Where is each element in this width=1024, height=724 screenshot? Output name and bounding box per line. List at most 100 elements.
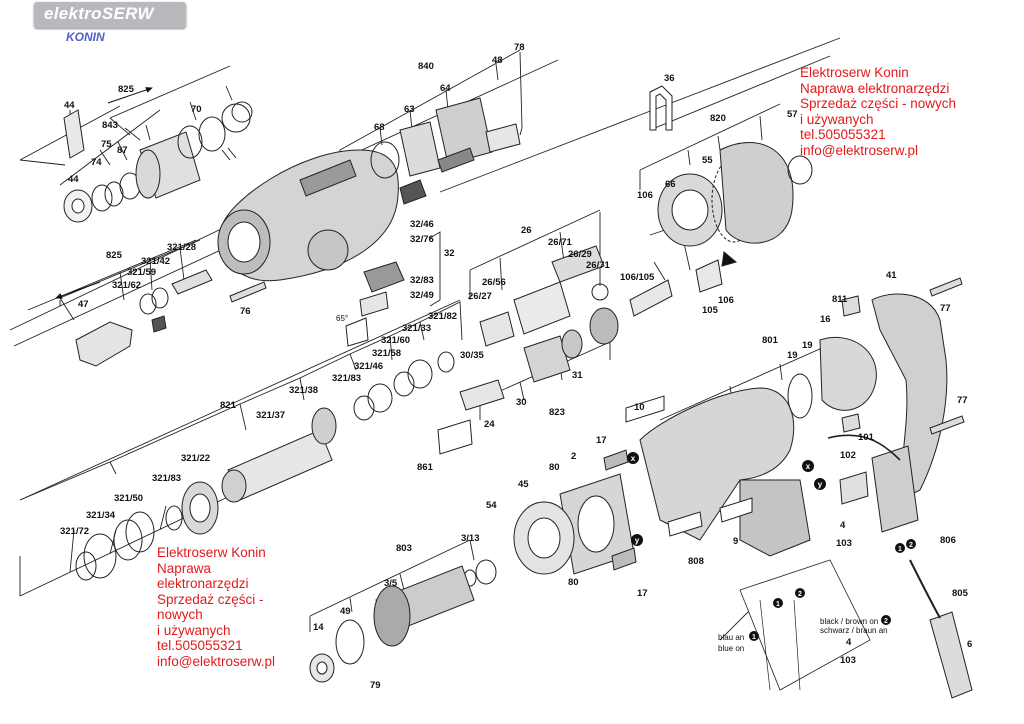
- ad-top-line: tel.505055321: [800, 127, 886, 142]
- label-78: 78: [514, 42, 525, 53]
- svg-text:1: 1: [776, 601, 780, 608]
- parts: [63, 85, 973, 699]
- label-321-58: 321/58: [372, 348, 401, 359]
- label-820: 820: [710, 113, 726, 124]
- marker-1a: [895, 543, 905, 553]
- label-70: 70: [191, 104, 202, 115]
- label-44a: 44: [64, 100, 75, 111]
- cord-guard-6: [929, 611, 973, 699]
- gear-823: [589, 307, 619, 345]
- label-805: 805: [952, 588, 969, 599]
- label-321-72: 321/72: [60, 526, 89, 537]
- label-75: 75: [101, 139, 112, 150]
- marker-2c: [881, 615, 891, 625]
- label-17a: 17: [596, 435, 607, 446]
- label-103b: 103: [840, 655, 856, 666]
- marker-1b: [773, 598, 783, 608]
- label-74: 74: [91, 157, 102, 168]
- label-55: 55: [702, 155, 713, 166]
- bearing-64: [435, 97, 493, 165]
- angle-label: 65°: [336, 314, 348, 323]
- label-840: 840: [418, 61, 434, 72]
- label-321-33: 321/33: [402, 323, 431, 334]
- ad-bottom-line: info@elektroserw.pl: [157, 653, 276, 669]
- label-811: 811: [832, 294, 848, 305]
- label-2: 2: [571, 451, 576, 462]
- label-16: 16: [820, 314, 831, 325]
- label-321-34: 321/34: [86, 510, 116, 521]
- label-26-71a: 26/71: [548, 237, 572, 248]
- label-9: 9: [733, 536, 738, 547]
- label-77b: 77: [957, 395, 968, 406]
- label-80b: 80: [568, 577, 579, 588]
- caption-blue-1: blau an: [718, 633, 744, 642]
- caption-black-brown-1: black / brown on: [820, 617, 878, 626]
- ad-bottom-line: nowych: [157, 607, 203, 622]
- spring-clip-36: [649, 85, 673, 131]
- label-321-22: 321/22: [181, 453, 210, 464]
- bearing-31: [561, 329, 583, 359]
- svg-text:1: 1: [752, 634, 756, 641]
- label-861: 861: [417, 462, 434, 473]
- label-321-42: 321/42: [141, 256, 170, 267]
- label-24: 24: [484, 419, 495, 430]
- spring-106: [629, 279, 673, 317]
- direction-arrows: [55, 87, 153, 299]
- label-4b: 4: [846, 637, 852, 648]
- brand-logo: elektroSERW: [34, 2, 186, 28]
- ad-block-top: Elektroserw Konin Naprawa elektronarzędz…: [800, 65, 956, 158]
- label-45: 45: [518, 479, 529, 490]
- label-14: 14: [313, 622, 324, 633]
- svg-text:2: 2: [884, 618, 888, 625]
- marker-2a: [906, 539, 916, 549]
- label-41: 41: [886, 270, 897, 281]
- label-843: 843: [102, 120, 118, 131]
- label-17b: 17: [637, 588, 648, 599]
- bracket-861: [437, 419, 473, 455]
- label-321-59: 321/59: [127, 267, 156, 278]
- ad-block-bottom: Elektroserw Konin Naprawa elektronarzędz…: [157, 545, 275, 669]
- shaft-24: [459, 379, 505, 411]
- ad-top-line: Elektroserw Konin: [800, 65, 909, 80]
- brush-holder-801: [819, 336, 877, 411]
- label-3-13: 3/13: [461, 533, 480, 544]
- dust-cap-44: [63, 109, 85, 159]
- label-825a: 825: [118, 84, 135, 95]
- label-48: 48: [492, 55, 503, 66]
- label-32-76: 32/76: [410, 234, 434, 245]
- connection-markers: x y x y 1 2 1 2 2 1: [627, 452, 916, 641]
- ad-bottom-line: Naprawa: [157, 560, 212, 576]
- label-803: 803: [396, 543, 412, 554]
- label-105: 105: [702, 305, 719, 316]
- piston-26-27: [479, 311, 515, 347]
- label-10: 10: [634, 402, 645, 413]
- label-106-105: 106/105: [620, 272, 655, 283]
- caption-blue-2: blue on: [718, 644, 744, 653]
- label-30-35: 30/35: [460, 350, 484, 361]
- baffle-49: [335, 619, 365, 665]
- svg-text:y: y: [818, 480, 823, 489]
- spindle-47: [75, 321, 133, 367]
- wiring-inset: [739, 559, 871, 691]
- ad-top-line: Sprzedaż części - nowych: [800, 96, 957, 111]
- label-821: 821: [220, 400, 237, 411]
- marker-y2: [814, 478, 826, 490]
- label-321-37: 321/37: [256, 410, 285, 421]
- label-44b: 44: [68, 174, 79, 185]
- label-47: 47: [78, 299, 89, 310]
- label-3-5: 3/5: [384, 578, 398, 589]
- label-101: 101: [858, 432, 875, 443]
- label-106b: 106: [718, 295, 734, 306]
- marker-1c: [749, 631, 759, 641]
- label-26-27: 26/27: [468, 291, 492, 302]
- label-66: 66: [665, 179, 676, 190]
- marker-2b: [795, 588, 805, 598]
- label-4a: 4: [840, 520, 846, 531]
- ad-bottom-line: elektronarzędzi: [157, 576, 249, 591]
- label-36: 36: [664, 73, 675, 84]
- label-321-50: 321/50: [114, 493, 143, 504]
- ad-top-line: i używanych: [800, 111, 874, 127]
- label-76: 76: [240, 306, 251, 317]
- label-808: [667, 511, 703, 537]
- label-63: 63: [404, 104, 415, 115]
